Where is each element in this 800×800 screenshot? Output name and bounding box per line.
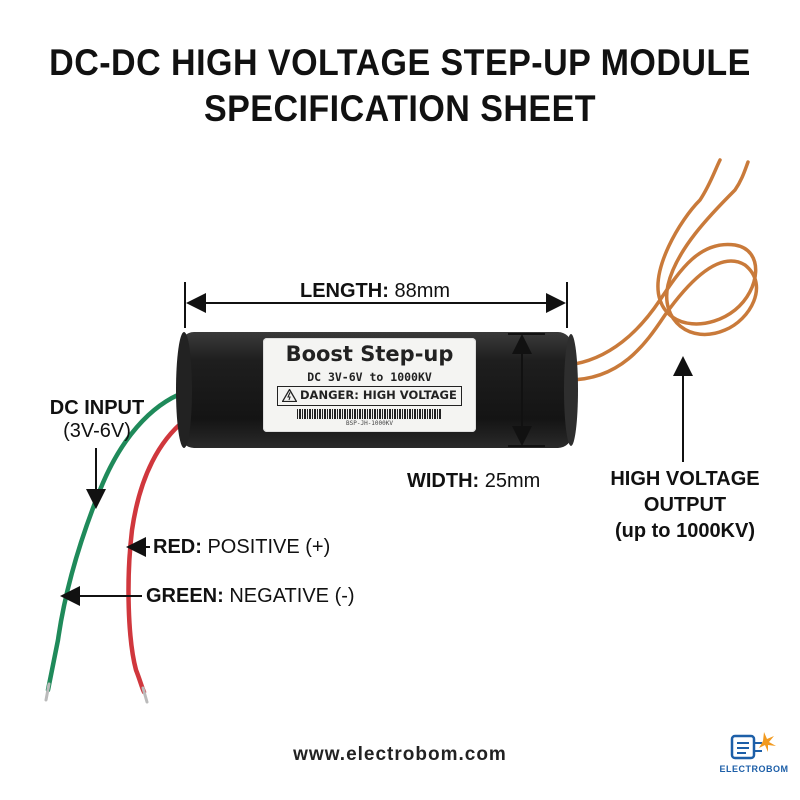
- green-key: GREEN:: [146, 585, 224, 607]
- brand-name: ELECTROBOM: [719, 764, 789, 774]
- danger-box: DANGER: HIGH VOLTAGE: [277, 386, 462, 406]
- width-label: WIDTH: 25mm: [407, 470, 540, 493]
- copper-output-leads: [566, 158, 759, 382]
- green-value: NEGATIVE (-): [229, 585, 355, 607]
- website-link[interactable]: www.electrobom.com: [293, 744, 507, 765]
- module-code: BSP-JH-1000KV: [346, 420, 393, 427]
- red-key: RED:: [153, 536, 202, 558]
- page-title-line-1: DC-DC HIGH VOLTAGE STEP-UP MODULE: [49, 42, 751, 83]
- warning-triangle-icon: [282, 389, 297, 402]
- output-line-1: HIGH VOLTAGE: [610, 468, 760, 490]
- danger-text: DANGER: HIGH VOLTAGE: [300, 388, 457, 402]
- width-value: 25mm: [484, 470, 541, 492]
- length-value: 88mm: [394, 280, 451, 302]
- dc-input-label: DC INPUT (3V-6V): [22, 397, 172, 443]
- width-key: WIDTH:: [407, 470, 480, 492]
- barcode: [297, 409, 442, 419]
- electrobom-logo-icon: [730, 732, 776, 760]
- length-label: LENGTH: 88mm: [300, 280, 450, 303]
- output-line-2: OUTPUT: [643, 494, 727, 516]
- red-wire: [126, 417, 188, 695]
- dc-input-range: (3V-6V): [63, 420, 131, 442]
- green-wire-label: GREEN: NEGATIVE (-): [146, 585, 355, 608]
- width-dimension-arrow: [508, 333, 545, 447]
- red-wire-label: RED: POSITIVE (+): [153, 536, 330, 559]
- output-label: HIGH VOLTAGE OUTPUT (up to 1000KV): [585, 466, 785, 544]
- dc-input-title: DC INPUT: [49, 397, 145, 419]
- page-title-line-2: SPECIFICATION SHEET: [203, 88, 597, 129]
- output-line-3: (up to 1000KV): [614, 520, 756, 542]
- length-dimension-arrow: [184, 282, 568, 328]
- module-label-subtitle: DC 3V-6V to 1000KV: [307, 370, 432, 384]
- green-wire: [45, 389, 188, 693]
- module-label-title: Boost Step-up: [285, 342, 454, 366]
- module-label: Boost Step-up DC 3V-6V to 1000KV DANGER:…: [263, 338, 476, 432]
- red-value: POSITIVE (+): [207, 536, 331, 558]
- length-key: LENGTH:: [300, 280, 389, 302]
